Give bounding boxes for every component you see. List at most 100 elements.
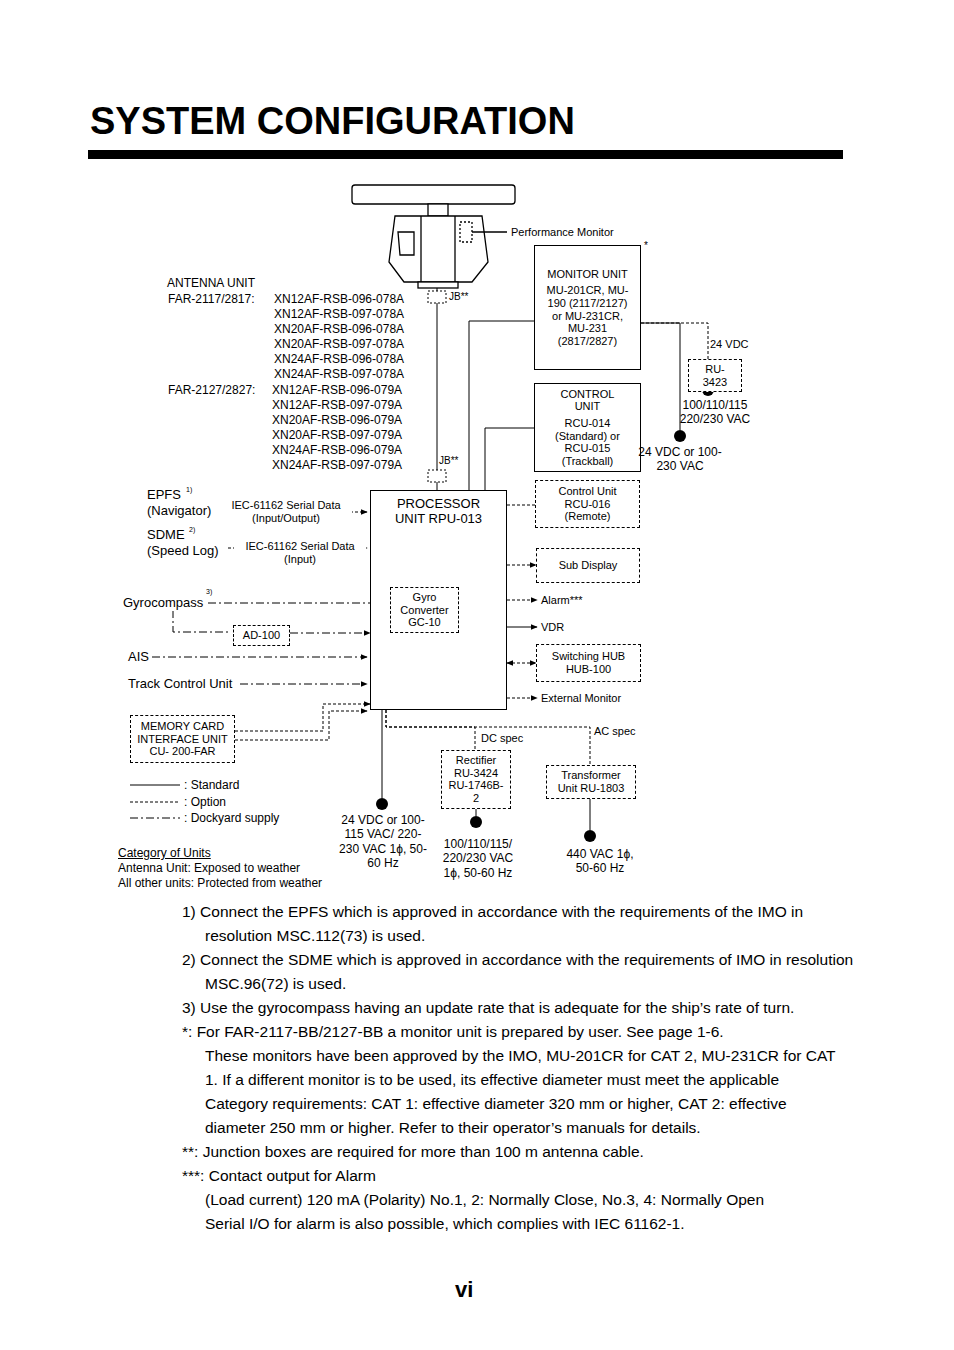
note-text: These monitors have been approved by the… (205, 1044, 841, 1140)
label-text: FAR-2117/2817: (168, 292, 255, 306)
legend-row: : Dockyard supply (130, 811, 279, 825)
label-text: Track Control Unit (126, 676, 234, 692)
node-heading: Sub Display (559, 559, 618, 572)
label-text: XN20AF-RSB-096-079A (272, 413, 402, 427)
node-heading: Transformer Unit RU-1803 (551, 769, 631, 794)
label-text: XN24AF-RSB-096-079A (272, 443, 402, 457)
connector (290, 633, 370, 634)
label-text: Alarm*** (541, 594, 583, 607)
label-text: IEC-61162 Serial Data (Input) (234, 540, 366, 566)
connector (386, 710, 475, 750)
label-text: XN12AF-RSB-097-079A (272, 398, 402, 412)
node-heading: Switching HUB HUB-100 (549, 650, 629, 675)
legend-text: : Dockyard supply (184, 811, 279, 825)
label-text: XN20AF-RSB-097-078A (274, 337, 404, 351)
label-text: External Monitor (541, 692, 621, 705)
node-heading: Control Unit RCU-016 (Remote) (548, 485, 628, 523)
label-text: DC spec (481, 732, 523, 745)
label-text: XN24AF-RSB-097-078A (274, 367, 404, 381)
label-text: JB** (439, 455, 458, 467)
label-text: 2) (189, 526, 195, 534)
legend-line-sample (130, 780, 182, 790)
label-text: 440 VAC 1ϕ, 50-60 Hz (560, 847, 640, 876)
connector (469, 321, 534, 490)
control-unit: CONTROL UNITRCU-014 (Standard) or RCU-01… (534, 383, 641, 472)
legend-row: : Option (130, 795, 226, 809)
label-text: 24 VDC (710, 338, 749, 351)
label-text: XN20AF-RSB-096-078A (274, 322, 404, 336)
title-rule (88, 150, 843, 159)
switching-hub: Switching HUB HUB-100 (536, 644, 641, 682)
node-text: RCU-014 (Standard) or RCU-015 (Trackball… (549, 417, 627, 468)
legend-row: : Standard (130, 778, 239, 792)
monitor-unit: MONITOR UNIT MU-201CR, MU-190 (2117/2127)… (534, 245, 641, 370)
legend-line-sample (130, 813, 182, 823)
note-text: *: For FAR-2117-BB/2127-BB a monitor uni… (182, 1020, 860, 1044)
label-text: Performance Monitor (511, 226, 614, 239)
label-text: (Speed Log) (147, 543, 219, 559)
legend-text: : Option (184, 795, 226, 809)
node-heading: Gyro Converter GC-10 (395, 591, 454, 629)
memory-card-unit: MEMORY CARD INTERFACE UNIT CU- 200-FAR (130, 715, 235, 763)
connector (485, 428, 534, 490)
note-text: (Load current) 120 mA (Polarity) No.1, 2… (205, 1188, 841, 1212)
legend-line-sample (130, 797, 182, 807)
note-text: 1) Connect the EPFS which is approved in… (182, 900, 860, 948)
note-text: **: Junction boxes are required for more… (182, 1140, 860, 1164)
label-text: 3) (206, 588, 212, 596)
note-text: 3) Use the gyrocompass having an update … (182, 996, 860, 1020)
label-text: IEC-61162 Serial Data (Input/Output) (220, 499, 352, 525)
label-text: * (644, 240, 648, 252)
label-text: Category of Units (118, 846, 211, 860)
node-heading: Rectifier RU-3424 RU-1746B-2 (446, 754, 506, 805)
ad-converter: AD-100 (233, 625, 290, 646)
node-heading: MONITOR UNIT (547, 268, 627, 281)
node-text: MU-201CR, MU-190 (2117/2127) or MU-231CR… (547, 284, 629, 347)
connector (641, 323, 708, 359)
node-heading: RU-3423 (693, 363, 737, 388)
label-text: EPFS (147, 487, 181, 503)
label-text: XN12AF-RSB-097-078A (274, 307, 404, 321)
rectifier-box: RU-3423 (688, 359, 742, 392)
rectifier-unit: Rectifier RU-3424 RU-1746B-2 (441, 750, 511, 809)
label-text: vi (455, 1277, 473, 1303)
label-text: 100/110/115/ 220/230 VAC 1ϕ, 50-60 Hz (433, 837, 523, 880)
label-text: JB** (449, 291, 468, 303)
note-text: Serial I/O for alarm is also possible, w… (205, 1212, 841, 1236)
label-text: XN24AF-RSB-097-079A (272, 458, 402, 472)
connector (507, 505, 535, 506)
connector (507, 663, 536, 664)
label-text: FAR-2127/2827: (168, 383, 255, 397)
node-heading: MEMORY CARD INTERFACE UNIT CU- 200-FAR (135, 720, 230, 758)
sub-display: Sub Display (536, 548, 640, 583)
processor-unit: PROCESSOR UNIT RPU-013Gyro Converter GC-… (370, 490, 507, 710)
remote-control-unit: Control Unit RCU-016 (Remote) (535, 480, 640, 528)
label-text: AIS (126, 649, 151, 665)
label-text: XN12AF-RSB-096-079A (272, 383, 402, 397)
label-text: XN20AF-RSB-097-079A (272, 428, 402, 442)
label-text: AC spec (594, 725, 636, 738)
label-text: (Navigator) (147, 503, 211, 519)
node-heading: PROCESSOR UNIT RPU-013 (384, 497, 494, 527)
label-text: ANTENNA UNIT (167, 276, 255, 290)
label-text: XN12AF-RSB-096-078A (274, 292, 404, 306)
label-text: SDME (147, 527, 185, 543)
label-text: All other units: Protected from weather (118, 876, 322, 890)
gyro-converter: Gyro Converter GC-10 (390, 587, 459, 633)
page-title: SYSTEM CONFIGURATION (90, 99, 575, 145)
label-text: Gyrocompass (121, 595, 205, 611)
label-text: 24 VDC or 100-230 VAC (634, 445, 726, 474)
label-text: 100/110/115 220/230 VAC (674, 398, 756, 427)
label-text: XN24AF-RSB-096-078A (274, 352, 404, 366)
label-text: 1) (186, 486, 192, 494)
transformer-unit: Transformer Unit RU-1803 (546, 765, 636, 799)
connector-layer (235, 321, 708, 765)
node-heading: AD-100 (243, 629, 280, 642)
label-text: VDR (541, 621, 564, 634)
connector (235, 704, 370, 731)
legend-text: : Standard (184, 778, 239, 792)
label-text: Antenna Unit: Exposed to weather (118, 861, 300, 875)
connector (507, 565, 536, 566)
antenna-illustration (352, 185, 515, 288)
note-text: ***: Contact output for Alarm (182, 1164, 860, 1188)
